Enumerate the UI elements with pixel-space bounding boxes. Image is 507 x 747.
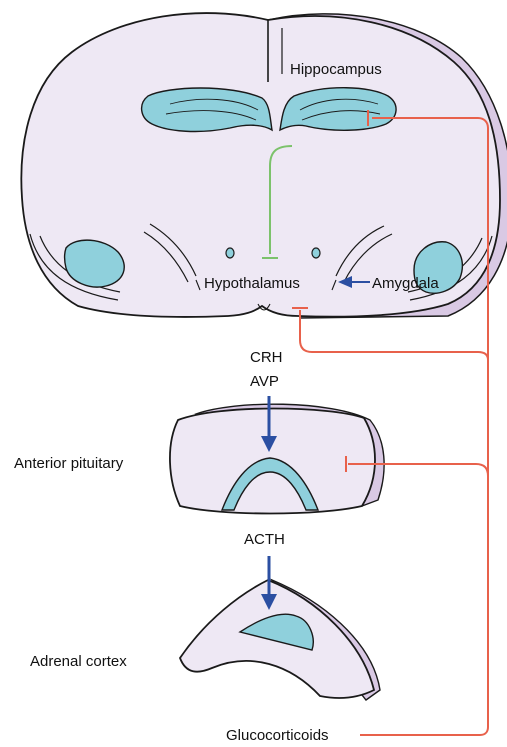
- label-anterior-pituitary: Anterior pituitary: [14, 455, 124, 472]
- label-acth: ACTH: [244, 531, 285, 548]
- ventricle-dot-right: [312, 248, 320, 258]
- label-hippocampus: Hippocampus: [290, 61, 382, 78]
- label-glucocorticoids: Glucocorticoids: [226, 727, 329, 744]
- brain-section: [21, 13, 507, 318]
- ventricle-dot-left: [226, 248, 234, 258]
- label-crh: CRH: [250, 349, 283, 366]
- anterior-pituitary-gland: [170, 404, 384, 513]
- label-hypothalamus: Hypothalamus: [204, 275, 300, 292]
- hippocampus-structure-right: [280, 88, 396, 131]
- label-amygdala: Amygdala: [372, 275, 439, 292]
- label-adrenal-cortex: Adrenal cortex: [30, 653, 127, 670]
- adrenal-gland: [180, 580, 380, 700]
- label-avp: AVP: [250, 373, 279, 390]
- hippocampus-structure: [142, 88, 272, 131]
